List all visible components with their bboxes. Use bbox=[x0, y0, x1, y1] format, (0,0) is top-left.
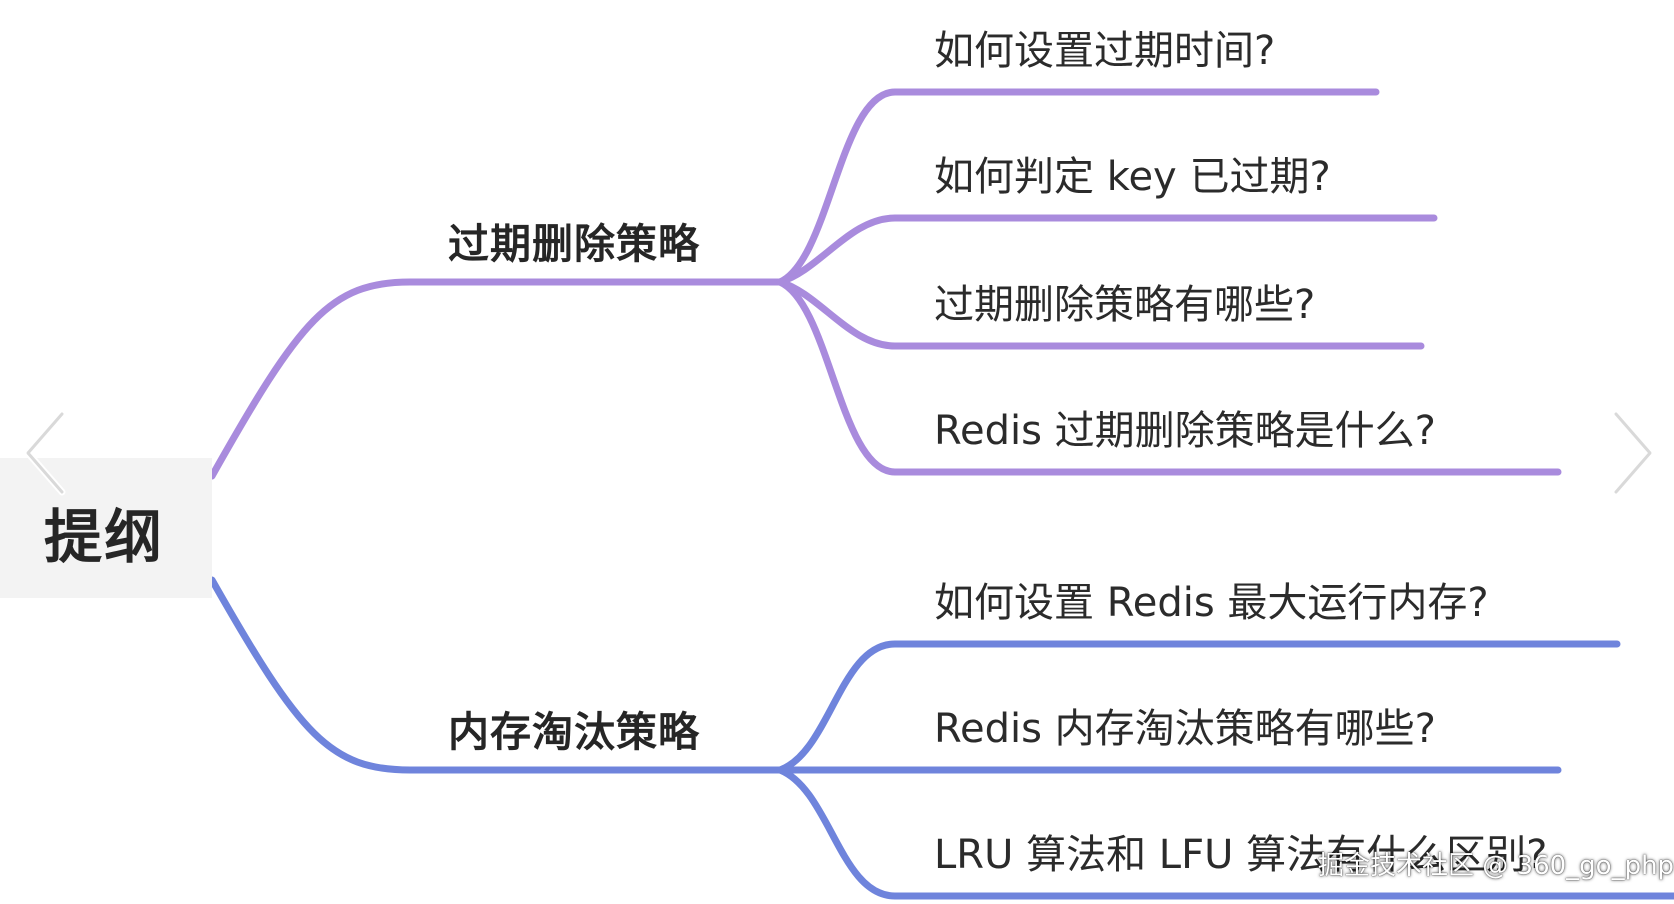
branch-memory-label[interactable]: 内存淘汰策略 bbox=[448, 708, 700, 756]
connector-expire-leaf-1 bbox=[776, 88, 1380, 286]
leaf-memory-3[interactable]: LRU 算法和 LFU 算法有什么区别? bbox=[934, 832, 1548, 878]
leaf-memory-2[interactable]: Redis 内存淘汰策略有哪些? bbox=[934, 706, 1436, 752]
connector-expire-leaf-2 bbox=[776, 214, 1438, 286]
chevron-right-icon bbox=[1612, 410, 1654, 496]
root-node-label: 提纲 bbox=[44, 503, 165, 571]
connector-expire-leaf-4 bbox=[776, 278, 1562, 476]
leaf-expire-3[interactable]: 过期删除策略有哪些? bbox=[934, 282, 1316, 328]
prev-slide-button[interactable] bbox=[20, 408, 68, 498]
connector-memory-leaf-3 bbox=[776, 766, 1674, 900]
leaf-memory-1[interactable]: 如何设置 Redis 最大运行内存? bbox=[934, 580, 1489, 626]
connector-root-to-branch-memory bbox=[208, 576, 784, 774]
leaf-expire-2[interactable]: 如何判定 key 已过期? bbox=[934, 154, 1331, 200]
root-node[interactable] bbox=[0, 458, 212, 598]
next-slide-button[interactable] bbox=[1610, 408, 1658, 498]
branch-expire-label[interactable]: 过期删除策略 bbox=[448, 220, 700, 268]
connector-expire-leaf-3 bbox=[776, 278, 1425, 350]
connector-root-to-branch-expire bbox=[208, 278, 784, 480]
chevron-left-icon bbox=[24, 410, 66, 496]
leaf-expire-1[interactable]: 如何设置过期时间? bbox=[934, 28, 1276, 74]
connector-memory-leaf-1 bbox=[776, 640, 1621, 774]
leaf-expire-4[interactable]: Redis 过期删除策略是什么? bbox=[934, 408, 1436, 454]
watermark: 掘金技术社区 @ 360_go_php bbox=[1318, 851, 1674, 881]
